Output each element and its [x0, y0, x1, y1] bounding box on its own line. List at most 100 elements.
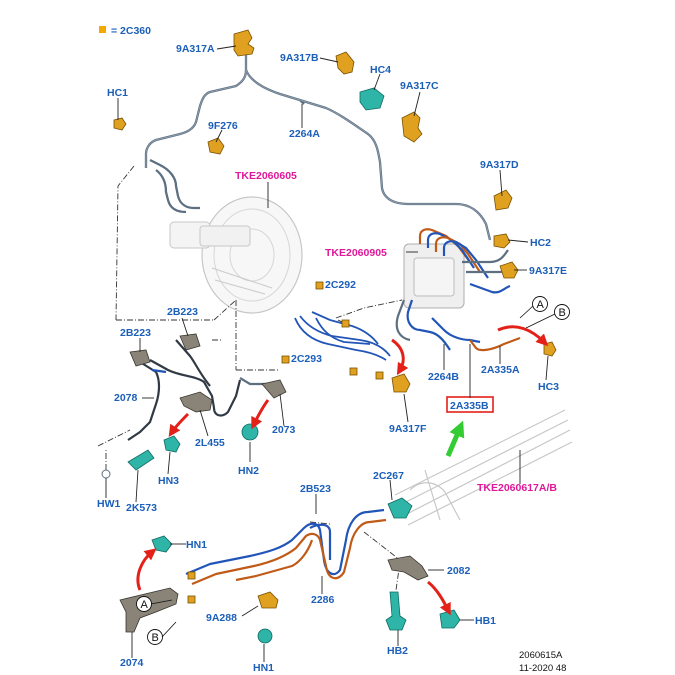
steel-brake-lines — [144, 50, 492, 241]
label-2264b: 2264B — [428, 371, 459, 383]
label-hn1-top: HN1 — [186, 539, 207, 551]
brackets — [113, 29, 557, 609]
clip-hn1-top-icon — [151, 535, 173, 553]
bracket-2073-icon — [261, 379, 287, 399]
clip-hn1-bottom-icon — [257, 628, 273, 644]
label-2l455: 2L455 — [195, 437, 225, 449]
frame-rail-icon — [394, 409, 573, 526]
green-arrow-icon — [445, 420, 465, 457]
label-tke2060905: TKE2060905 — [325, 247, 387, 259]
svg-text:B: B — [559, 307, 566, 319]
label-2c293: 2C293 — [291, 353, 322, 365]
label-hn2: HN2 — [238, 465, 259, 477]
label-2b523: 2B523 — [300, 483, 331, 495]
bracket-hc2-icon — [493, 233, 511, 249]
clip-2c267-icon — [387, 497, 413, 519]
bracket-9a317e-icon — [499, 261, 519, 279]
reference-code: 2060615A — [519, 650, 563, 661]
label-2078: 2078 — [114, 392, 138, 404]
label-2264a: 2264A — [289, 128, 320, 140]
label-9a317e: 9A317E — [529, 265, 567, 277]
reference-date: 11-2020 48 — [519, 663, 566, 674]
arrow-to-hc3 — [497, 325, 549, 347]
label-2a335a: 2A335A — [481, 364, 520, 376]
arrow-to-hn1 — [136, 548, 157, 591]
label-leaders — [105, 45, 549, 662]
bracket-2c292-marker-icon — [341, 319, 350, 328]
legend-text: = 2C360 — [111, 25, 151, 37]
clip-hc4-icon — [359, 87, 385, 111]
bracket-2b223-right-icon — [179, 333, 201, 351]
rear-left-lines — [127, 339, 277, 441]
label-9a317d: 9A317D — [480, 159, 519, 171]
clip-2k573-icon — [127, 449, 155, 471]
callout-b-top: B — [554, 304, 570, 320]
label-hc3: HC3 — [538, 381, 559, 393]
abs-module-icon — [403, 243, 465, 309]
svg-text:A: A — [141, 599, 149, 611]
legend: = 2C360 — [99, 25, 151, 37]
callout-a-bottom: A — [136, 596, 152, 612]
bracket-hc1-icon — [113, 117, 127, 131]
brake-booster-icon — [169, 196, 303, 314]
label-9a317a: 9A317A — [176, 43, 215, 55]
label-hc1: HC1 — [107, 87, 128, 99]
clip-hb1-icon — [439, 609, 461, 629]
bracket-2l455-icon — [179, 391, 213, 413]
arrow-to-hb1 — [427, 580, 451, 616]
label-2073: 2073 — [272, 424, 296, 436]
label-2a335b: 2A335B — [450, 400, 489, 412]
bracket-9a317c-icon — [401, 111, 423, 143]
svg-text:A: A — [537, 299, 545, 311]
label-9a317c: 9A317C — [400, 80, 439, 92]
arrow-to-9a317f — [391, 338, 409, 376]
label-hn1-bottom: HN1 — [253, 662, 274, 674]
bracket-9a317f-icon — [391, 373, 411, 393]
label-hc4: HC4 — [370, 64, 391, 76]
label-2082: 2082 — [447, 565, 471, 577]
label-2074: 2074 — [120, 657, 144, 669]
bracket-9a317a-icon — [233, 29, 255, 57]
label-hw1: HW1 — [97, 498, 120, 510]
clip-hb2-icon — [385, 591, 407, 631]
red-arrows — [136, 325, 549, 616]
label-2c267: 2C267 — [373, 470, 404, 482]
hw1-icon — [101, 469, 111, 479]
label-hc2: HC2 — [530, 237, 551, 249]
label-2k573: 2K573 — [126, 502, 157, 514]
bracket-hc3-icon — [543, 341, 557, 357]
label-2c292: 2C292 — [325, 279, 356, 291]
bracket-9a317d-icon — [493, 189, 513, 211]
svg-text:B: B — [152, 632, 159, 644]
label-tke2060617ab: TKE2060617A/B — [477, 482, 557, 494]
callout-a-top: A — [532, 296, 548, 312]
bracket-9a288-icon — [257, 591, 279, 609]
bracket-2082-icon — [387, 555, 429, 581]
master-cylinder-lines — [294, 311, 391, 361]
callout-b-bottom: B — [147, 629, 163, 645]
bracket-9a317b-icon — [335, 51, 355, 75]
bracket-9f276-icon — [207, 137, 225, 155]
legend-marker-icon — [99, 26, 106, 33]
label-2b223-left: 2B223 — [120, 327, 151, 339]
label-2286: 2286 — [311, 594, 335, 606]
label-hn3: HN3 — [158, 475, 179, 487]
label-2b223-right: 2B223 — [167, 306, 198, 318]
label-tke2060605: TKE2060605 — [235, 170, 297, 182]
label-hb2: HB2 — [387, 645, 408, 657]
label-9a288: 9A288 — [206, 612, 237, 624]
rear-axle-lines — [185, 508, 387, 586]
label-hb1: HB1 — [475, 615, 496, 627]
bracket-2c293-marker-icon — [375, 371, 384, 380]
label-9a317b: 9A317B — [280, 52, 319, 64]
part-labels: 9A317A 9A317B HC4 9A317C HC1 9F276 2264A… — [97, 43, 567, 674]
label-9f276: 9F276 — [208, 120, 238, 132]
leader-lines — [97, 165, 403, 591]
arrow-to-hn2 — [251, 399, 270, 430]
clip-hn3-icon — [163, 435, 181, 453]
label-9a317f: 9A317F — [389, 423, 427, 435]
bracket-2b223-icon — [129, 349, 151, 367]
clip-hn2-icon — [241, 423, 259, 441]
arrow-to-hn3 — [168, 412, 190, 437]
